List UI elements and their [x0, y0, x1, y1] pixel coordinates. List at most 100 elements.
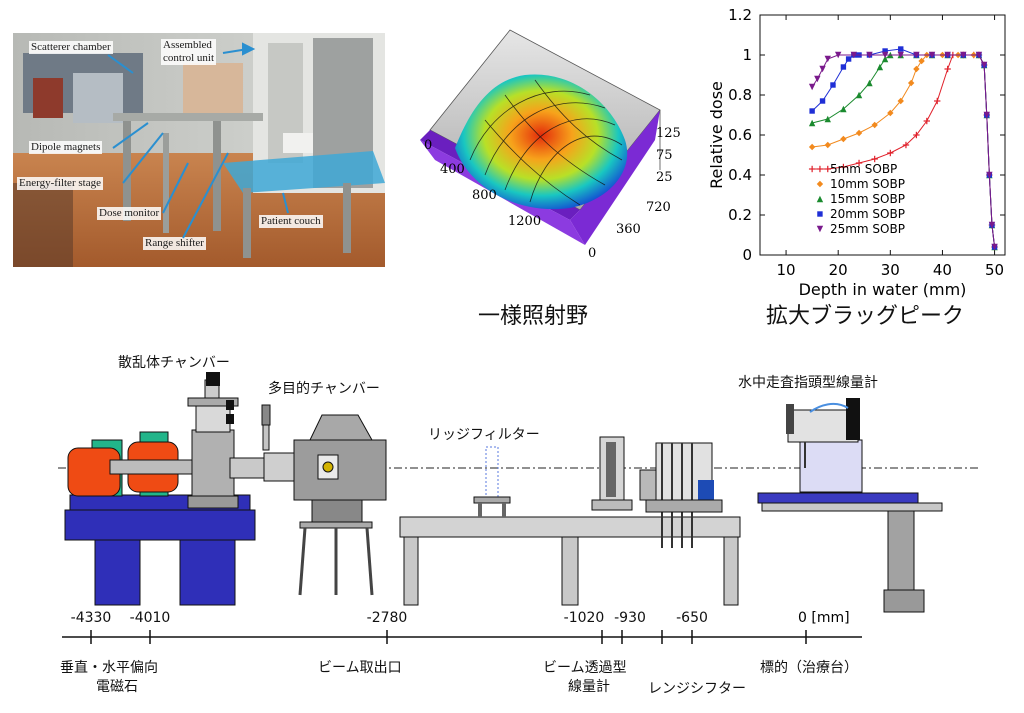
data-point — [980, 61, 988, 69]
data-point — [881, 55, 889, 63]
range-shifter-shape — [639, 442, 723, 548]
data-point — [913, 51, 920, 59]
data-point — [928, 51, 936, 59]
tick-minus-2780: -2780 — [366, 610, 408, 626]
data-point — [866, 51, 873, 59]
beam-exit-label: ビーム取出口 — [318, 660, 402, 676]
data-point — [808, 143, 816, 151]
data-point — [824, 141, 831, 149]
data-point — [983, 111, 990, 119]
data-point — [816, 195, 824, 203]
label-patient-couch: Patient couch — [259, 215, 323, 228]
x-tick-label: 10 — [777, 261, 796, 279]
data-point — [975, 51, 983, 59]
data-point — [907, 79, 915, 87]
y-tick-label: 1 — [742, 46, 752, 64]
dipole-magnets-shape — [67, 431, 201, 497]
data-point — [840, 135, 847, 143]
tick-zero-mm: 0 [mm] — [798, 610, 850, 626]
data-point — [882, 48, 888, 54]
z-axis-tick-25: 25 — [656, 170, 673, 185]
x-axis-label: Depth in water (mm) — [799, 280, 967, 299]
data-point — [944, 51, 951, 59]
transmission-dosimeter-shape — [591, 436, 633, 511]
data-point — [855, 129, 863, 137]
x-tick-label: 20 — [829, 261, 848, 279]
y-tick-label: 1.2 — [728, 6, 752, 24]
ridge-filter-label: リッジフィルター — [428, 427, 540, 443]
tick-minus-650: -650 — [676, 610, 708, 626]
data-point — [898, 46, 904, 52]
data-point — [824, 55, 831, 63]
data-point — [881, 51, 889, 59]
left-axis-tick-400: 400 — [440, 162, 465, 177]
label-assembled-control-unit: Assembled control unit — [161, 39, 217, 65]
legend-entry: 15mm SOBP — [830, 192, 905, 206]
front-axis-tick-0: 0 — [588, 246, 597, 261]
main-table — [399, 516, 741, 606]
data-point — [850, 51, 858, 59]
y-tick-label: 0.8 — [728, 86, 752, 104]
data-point — [840, 64, 847, 70]
data-point — [809, 108, 815, 114]
uniform-field-plot: 0 400 800 1200 0 360 720 125 75 25 — [410, 20, 681, 265]
transmission-dosimeter-label-line1: ビーム透過型 — [543, 660, 627, 676]
data-point — [855, 91, 863, 99]
label-dipole-magnets: Dipole magnets — [29, 141, 103, 154]
facility-photo-drawing — [13, 33, 385, 267]
tick-minus-1020: -1020 — [563, 610, 605, 626]
target-label: 標的（治療台） — [760, 660, 858, 676]
patient-couch-shape — [757, 492, 943, 613]
front-axis-tick-720: 720 — [646, 200, 671, 215]
magnet-stand — [64, 494, 256, 606]
position-axis — [62, 630, 862, 644]
data-point — [824, 115, 831, 123]
sobp-caption: 拡大ブラッグピーク — [766, 304, 965, 329]
data-point — [871, 121, 878, 129]
front-axis-tick-360: 360 — [616, 222, 641, 237]
range-shifter-label: レンジシフター — [648, 681, 746, 697]
scatterer-chamber-label: 散乱体チャンバー — [118, 355, 230, 371]
magnets-label-line1: 垂直・水平偏向 — [60, 660, 158, 676]
data-point — [991, 243, 998, 251]
tick-minus-930: -930 — [614, 610, 646, 626]
data-point — [816, 225, 824, 233]
x-tick-label: 40 — [933, 261, 952, 279]
y-tick-label: 0.4 — [728, 166, 752, 184]
x-tick-label: 50 — [985, 261, 1004, 279]
uniform-field-surface — [420, 29, 661, 245]
label-range-shifter: Range shifter — [143, 237, 206, 250]
data-point — [819, 65, 826, 73]
data-point — [808, 83, 816, 91]
data-point — [986, 171, 993, 179]
legend-entry: 25mm SOBP — [830, 222, 905, 236]
data-point — [866, 79, 873, 87]
magnets-label-line2: 電磁石 — [96, 679, 138, 695]
data-point — [876, 63, 884, 71]
data-point — [840, 105, 847, 113]
y-axis-label: Relative dose — [707, 81, 726, 189]
data-point — [816, 180, 824, 188]
data-point — [913, 65, 920, 73]
data-point — [988, 221, 996, 229]
data-point — [808, 119, 816, 127]
water-dosimeter-label: 水中走査指頭型線量計 — [738, 375, 878, 391]
y-tick-label: 0.2 — [728, 206, 752, 224]
left-axis-tick-1200: 1200 — [508, 214, 542, 229]
data-point — [819, 98, 826, 104]
legend-entry: 5mm SOBP — [830, 162, 897, 176]
multi-purpose-chamber-label: 多目的チャンバー — [268, 381, 380, 397]
data-point — [897, 51, 904, 59]
data-point — [845, 56, 852, 62]
data-point — [817, 211, 823, 217]
data-point — [960, 51, 967, 59]
z-axis-tick-75: 75 — [656, 148, 673, 163]
label-scatterer-chamber: Scatterer chamber — [29, 41, 113, 54]
label-dose-monitor: Dose monitor — [97, 207, 162, 220]
multi-purpose-chamber-shape — [261, 404, 387, 596]
legend-entry: 10mm SOBP — [830, 177, 905, 191]
legend-entry: 20mm SOBP — [830, 207, 905, 221]
data-point — [834, 51, 842, 59]
